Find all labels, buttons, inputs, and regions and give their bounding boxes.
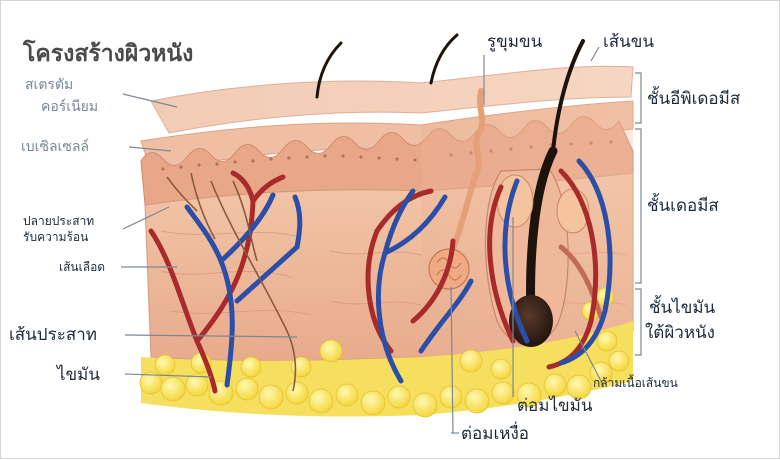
skin-surface (150, 65, 634, 134)
label-subcutis-2: ใต้ผิวหนัง (645, 322, 715, 343)
label-heat-receptor-2: รับความร้อน (23, 230, 88, 244)
label-blood-vessel: เส้นเลือด (59, 260, 105, 274)
label-heat-receptor-1: ปลายประสาท (23, 214, 94, 228)
label-hair: เส้นขน (603, 32, 654, 52)
label-basal-cells: เบเซิลเซลล์ (21, 138, 89, 155)
label-subcutis-1: ชั้นไขมัน (649, 295, 716, 318)
label-sebaceous-gland: ต่อมไขมัน (517, 395, 593, 416)
label-fat: ไขมัน (55, 364, 100, 385)
labels: สเตรตัม คอร์เนียม เบเซิลเซลล์ ปลายประสาท… (9, 32, 741, 444)
label-stratum-corneum-2: คอร์เนียม (41, 98, 98, 115)
label-dermis: ชั้นเดอมีส (647, 193, 719, 216)
nerve-fibres (166, 172, 297, 392)
label-nerve: เส้นประสาท (9, 325, 97, 345)
label-sweat-gland: ต่อมเหงื่อ (461, 421, 529, 444)
blood-vessels (148, 158, 613, 394)
label-stratum-corneum-1: สเตรตัม (25, 77, 73, 93)
label-arrector-muscle: กล้ามเนื้อเส้นขน (593, 374, 678, 390)
label-sweat-pore: รูขุมขน (487, 32, 543, 52)
leader-lines (121, 46, 642, 434)
label-epidermis: ชั้นอีพิเดอมีส (647, 86, 741, 109)
surface-hairs (315, 33, 459, 99)
diagram-title: โครงสร้างผิวหนัง (22, 39, 193, 67)
